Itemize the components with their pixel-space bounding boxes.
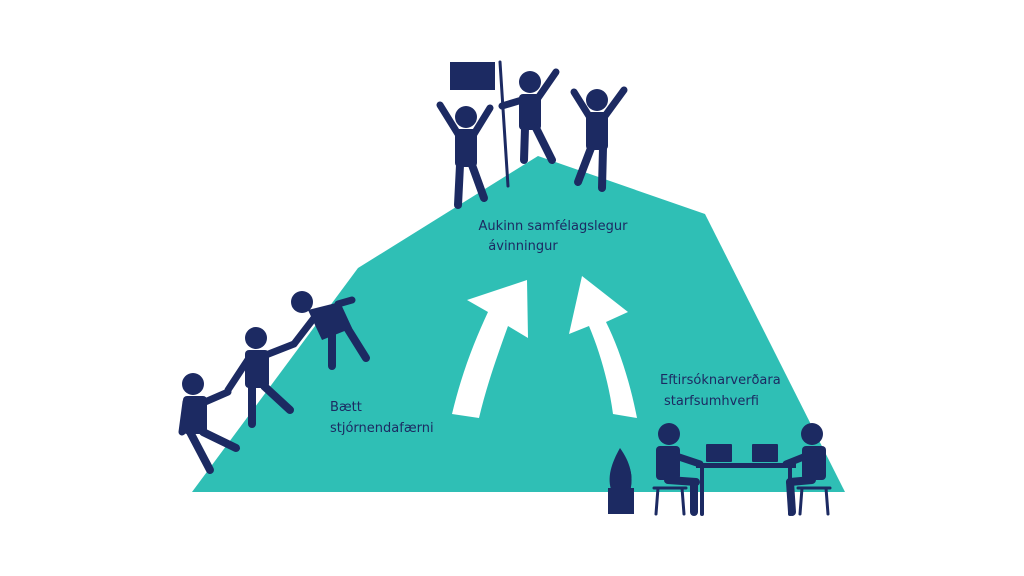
left-label-line2: stjórnendafærni <box>330 421 434 436</box>
person-icon-climber-1 <box>178 373 240 474</box>
left-label-line1: Bætt <box>330 400 362 415</box>
plant-icon <box>608 448 634 514</box>
flag-icon <box>450 60 510 188</box>
office-scene <box>608 423 832 516</box>
climbing-people <box>178 291 370 474</box>
summit-label-line2: ávinningur <box>488 239 558 254</box>
right-label-line1: Eftirsóknarverðara <box>660 373 781 388</box>
chair-icon-2 <box>796 486 832 516</box>
arrow-up-icon-right <box>569 276 637 418</box>
person-icon-summit-2 <box>498 68 560 164</box>
chair-icon-1 <box>652 486 688 516</box>
summit-label-line1: Aukinn samfélagslegur <box>479 219 629 234</box>
laptop-icon-2 <box>752 444 778 462</box>
person-icon-seated-2 <box>782 423 826 516</box>
person-icon-summit-1 <box>436 101 494 209</box>
summit-people <box>436 60 628 209</box>
right-label-line2: starfsumhverfi <box>664 394 759 409</box>
person-icon-seated-1 <box>656 423 704 516</box>
person-icon-climber-3 <box>290 291 370 370</box>
laptop-icon-1 <box>706 444 732 462</box>
person-icon-summit-3 <box>570 86 628 192</box>
person-icon-climber-2 <box>224 327 298 428</box>
arrow-up-icon-left <box>452 280 528 418</box>
